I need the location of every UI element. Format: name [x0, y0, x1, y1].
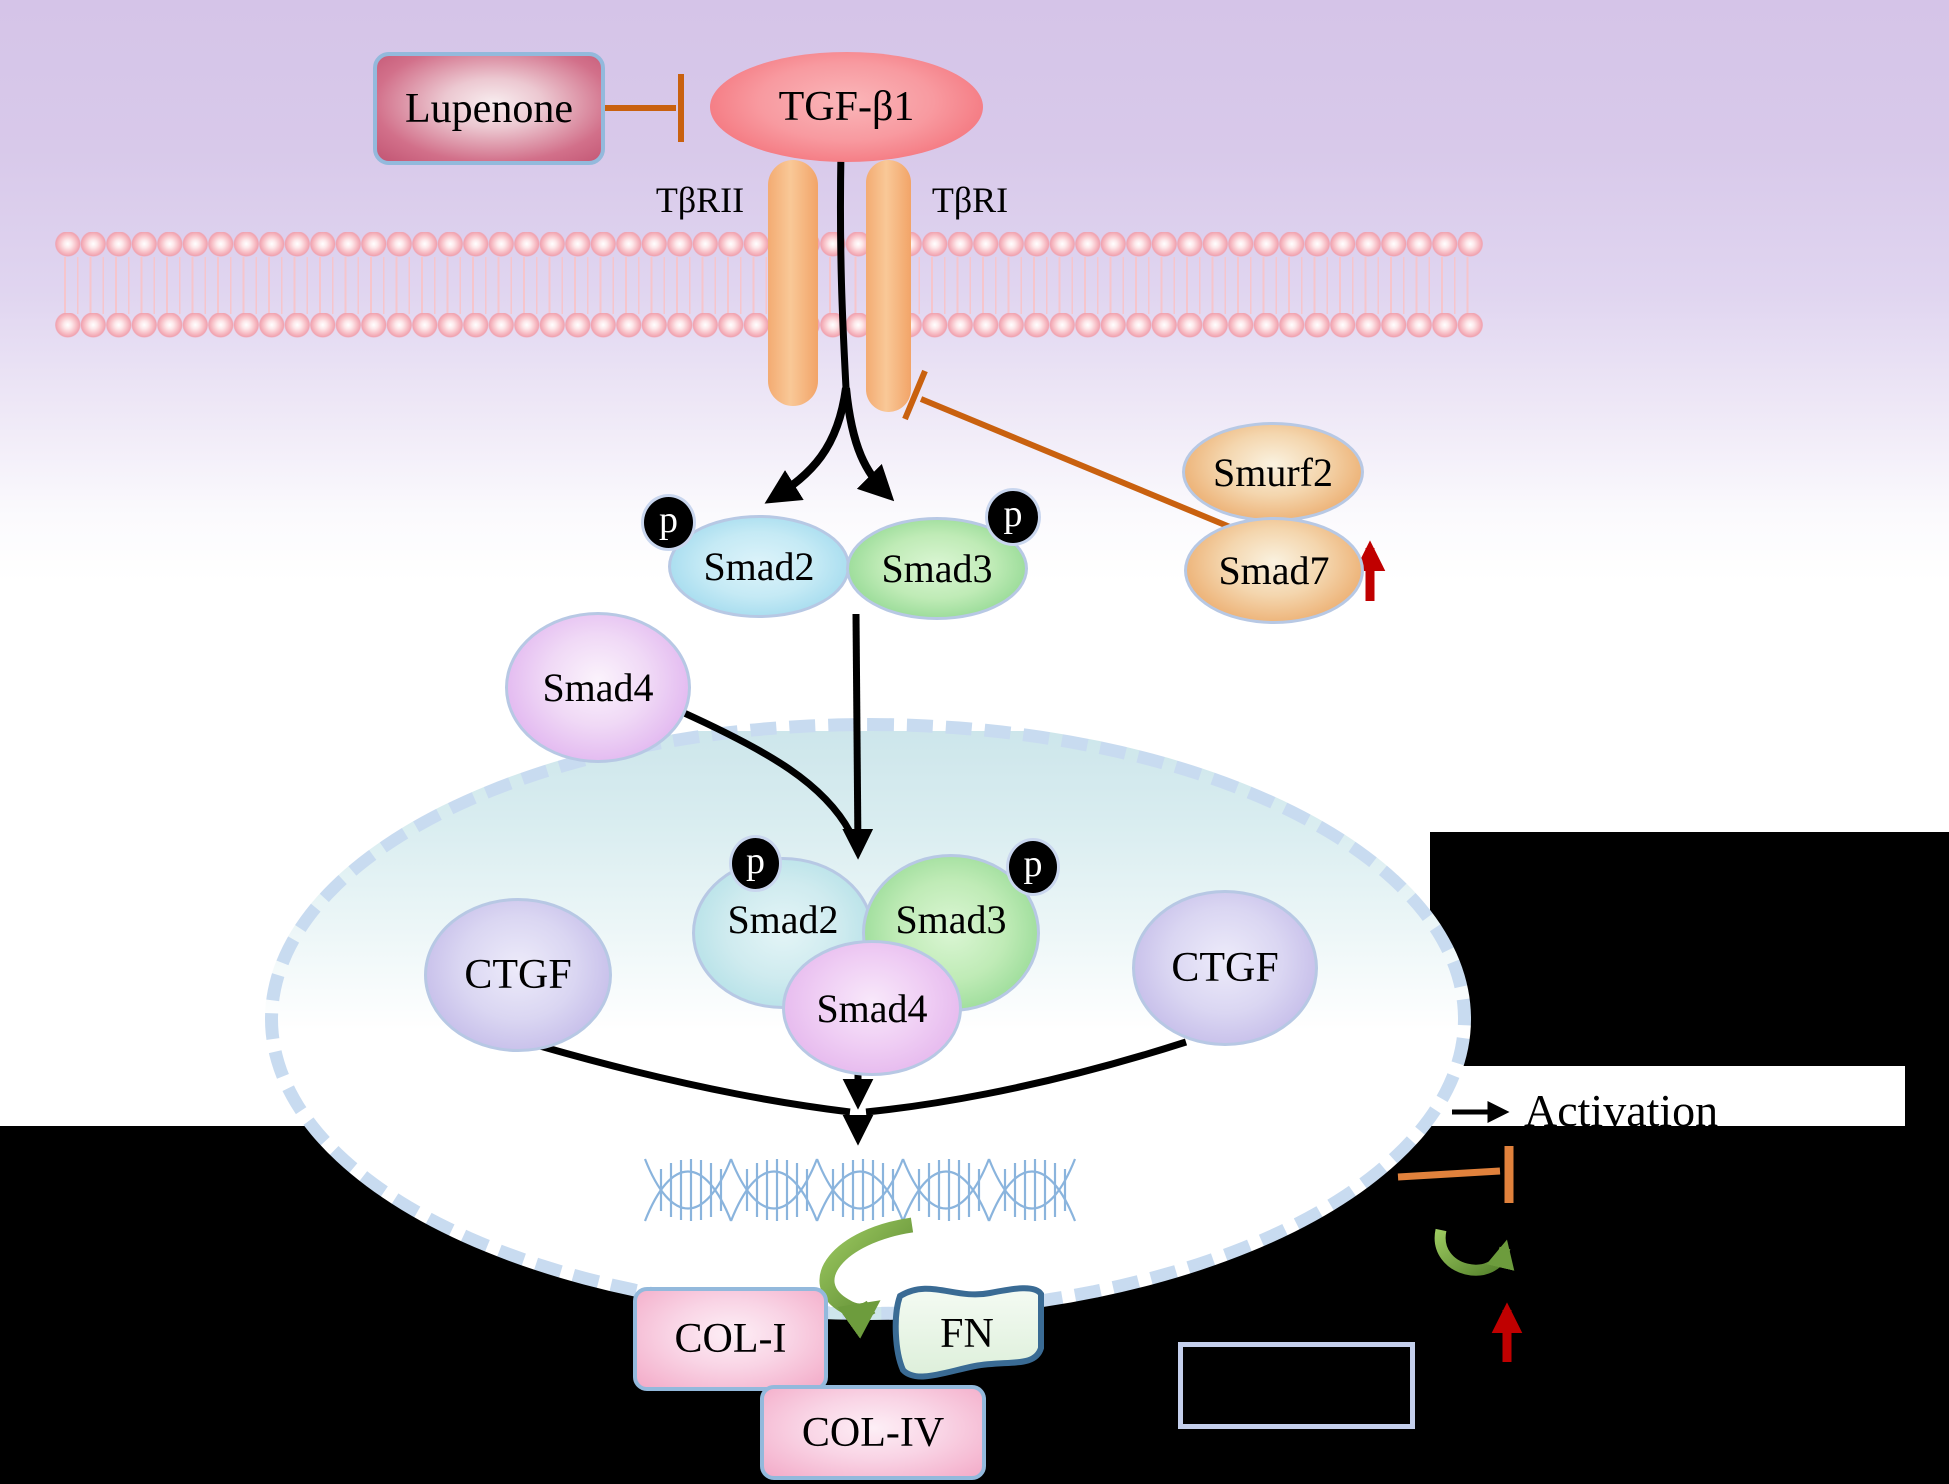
phospho-label: p: [746, 839, 765, 882]
col4-node: COL-IV: [760, 1385, 986, 1480]
smad4-nuclear-node: Smad4: [782, 940, 962, 1076]
fn-label: FN: [940, 1311, 994, 1357]
tgfb1-node: TGF-β1: [710, 52, 983, 162]
smad4-cytoplasm-label: Smad4: [542, 665, 654, 710]
phospho-badge-smad2-cytoplasm: p: [641, 494, 696, 551]
ctgf-left-node: CTGF: [424, 898, 612, 1052]
ctgf-right-node: CTGF: [1132, 890, 1318, 1046]
phospho-badge-smad3-cytoplasm: p: [985, 488, 1041, 546]
tbrii-receptor: [768, 160, 818, 406]
smad3-nuclear-label: Smad3: [895, 896, 1007, 942]
tbri-label: TβRI: [931, 180, 1009, 220]
smad7-node: Smad7: [1184, 517, 1364, 624]
tbri-label-box: TβRI: [905, 178, 1035, 222]
col1-node: COL-I: [633, 1287, 828, 1391]
col1-label: COL-I: [674, 1316, 787, 1362]
phospho-badge-smad3-nuclear: p: [1006, 838, 1060, 896]
ctgf-right-label: CTGF: [1171, 945, 1279, 991]
legend-activation-row: Activation: [1524, 1080, 1784, 1140]
phospho-label: p: [1023, 843, 1043, 885]
legend-activation-label: Activation: [1524, 1084, 1719, 1136]
phospho-badge-smad2-nuclear: p: [729, 835, 782, 892]
ctgf-left-label: CTGF: [464, 952, 572, 998]
tbrii-label: TβRII: [655, 180, 745, 220]
smad2-cytoplasm-node: Smad2: [668, 515, 850, 618]
smad4-nuclear-label: Smad4: [816, 985, 928, 1031]
legend-expression-arrow: [1434, 1228, 1515, 1276]
smad2-cytoplasm-label: Smad2: [703, 544, 815, 589]
smad7-label: Smad7: [1218, 548, 1330, 593]
smurf2-label: Smurf2: [1213, 449, 1333, 495]
lupenone-node: Lupenone: [373, 52, 605, 165]
smurf2-node: Smurf2: [1182, 422, 1364, 522]
tgfb1-label: TGF-β1: [778, 84, 915, 130]
smad2-nuclear-label: Smad2: [727, 896, 839, 942]
tbrii-label-box: TβRII: [630, 178, 770, 222]
phospho-label: p: [1003, 493, 1023, 535]
smad3-cytoplasm-label: Smad3: [881, 546, 993, 591]
legend-inhibition-tbar: [1397, 1146, 1514, 1203]
col4-label: COL-IV: [801, 1409, 945, 1456]
smad4-cytoplasm-node: Smad4: [505, 612, 691, 763]
phospho-label: p: [659, 498, 678, 541]
lupenone-label: Lupenone: [405, 85, 573, 132]
fn-label-box: FN: [893, 1288, 1041, 1380]
legend-box: [1178, 1342, 1415, 1429]
